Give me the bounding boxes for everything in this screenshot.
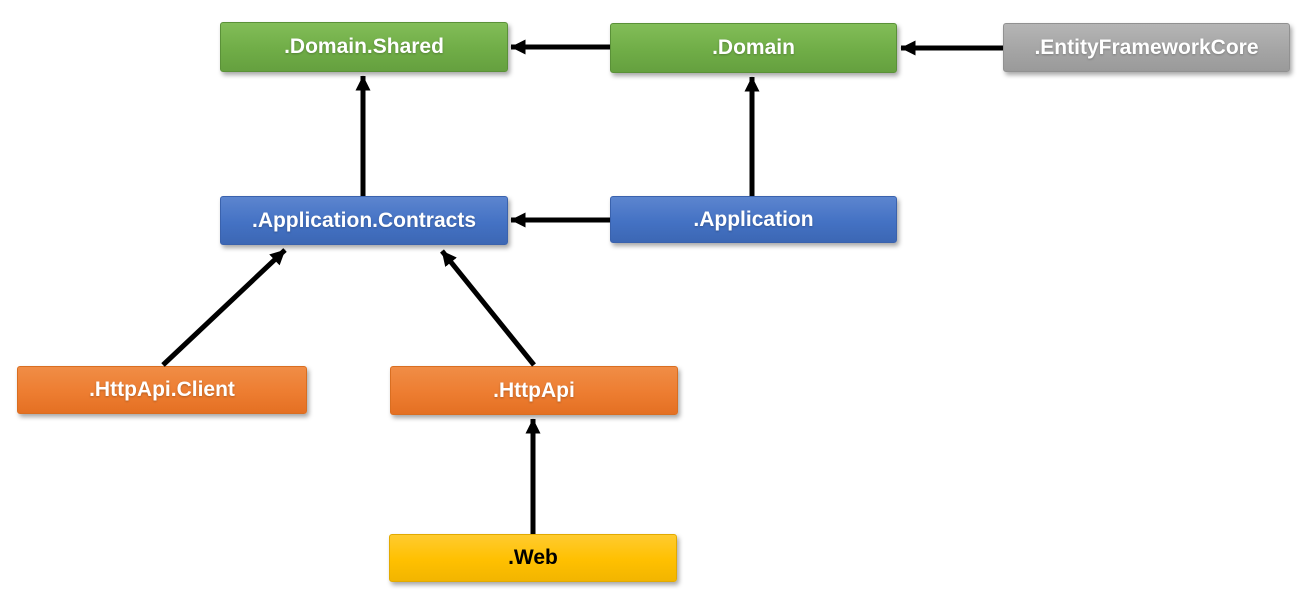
- arrow-httpapi-to-application-contracts: [440, 249, 536, 367]
- node-application-contracts: .Application.Contracts: [220, 196, 508, 245]
- node-domain-shared: .Domain.Shared: [220, 22, 508, 72]
- node-httpapi: .HttpApi: [390, 366, 678, 415]
- node-entity-framework-core: .EntityFrameworkCore: [1003, 23, 1290, 72]
- node-httpapi-client: .HttpApi.Client: [17, 366, 307, 414]
- arrow-httpapi-client-to-application-contracts: [161, 248, 287, 367]
- node-web: .Web: [389, 534, 677, 582]
- node-domain: .Domain: [610, 23, 897, 73]
- node-application: .Application: [610, 196, 897, 243]
